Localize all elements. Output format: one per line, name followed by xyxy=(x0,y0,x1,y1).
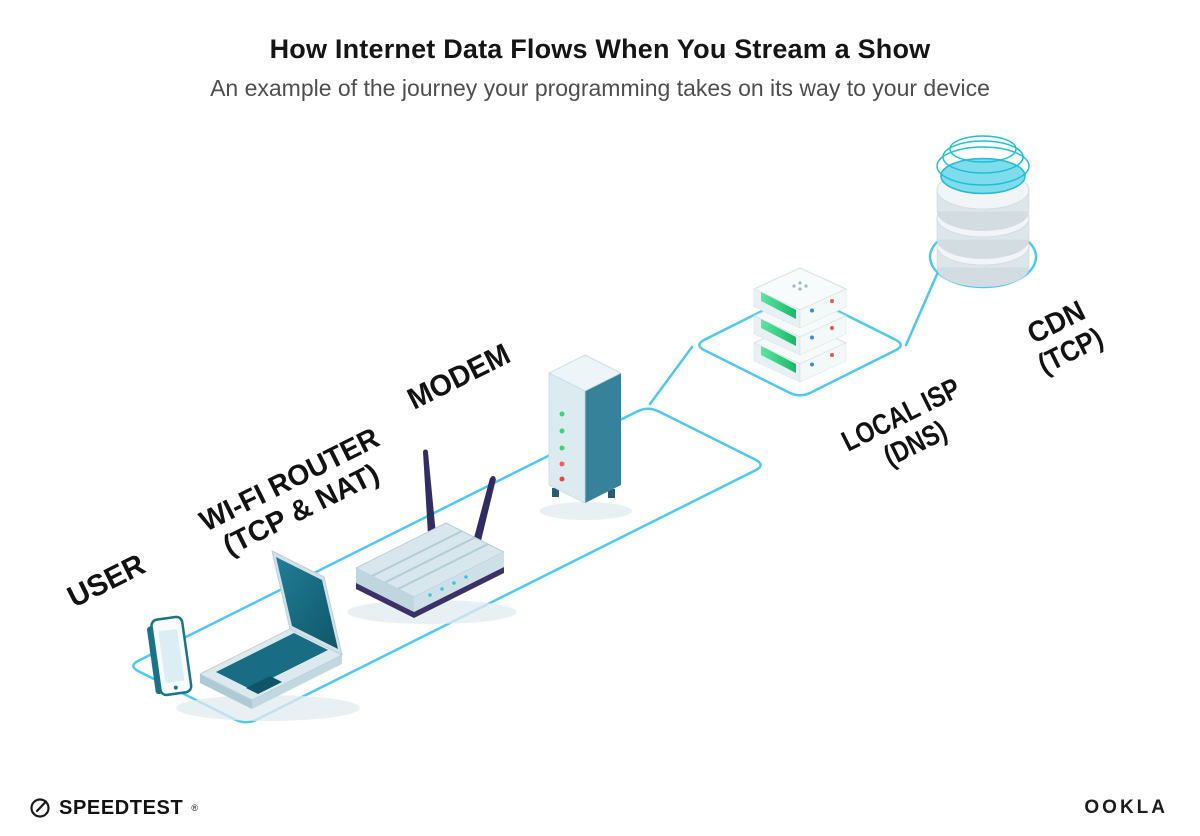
wifi-router-illustration xyxy=(347,449,517,624)
modem-illustration xyxy=(540,354,632,520)
server-top-vents xyxy=(792,281,808,291)
page-subtitle: An example of the journey your programmi… xyxy=(210,75,990,101)
speedtest-reg-mark: ® xyxy=(191,803,199,813)
modem-label: MODEM xyxy=(402,338,515,417)
modem-status-leds xyxy=(559,411,565,482)
isp-cdn-connector xyxy=(904,270,940,347)
page-title: How Internet Data Flows When You Stream … xyxy=(269,34,931,64)
router-shadow xyxy=(347,600,517,624)
laptop-illustration xyxy=(176,550,360,721)
modem-shadow xyxy=(540,502,632,520)
speedtest-logo: SPEEDTEST ® xyxy=(28,796,199,820)
cdn-database-illustration xyxy=(936,135,1030,287)
user-label: USER xyxy=(62,548,150,614)
ookla-logo: OOKLA xyxy=(1084,797,1168,818)
router-vents xyxy=(371,530,489,590)
footer: SPEEDTEST ® OOKLA xyxy=(28,796,1168,820)
cdn-data-rings xyxy=(936,135,1030,186)
router-leds xyxy=(428,575,468,597)
header: How Internet Data Flows When You Stream … xyxy=(0,34,1200,102)
cdn-data-cap xyxy=(940,157,1026,195)
speedtest-gauge-icon xyxy=(30,798,50,818)
server-unit xyxy=(753,267,847,329)
router-antennas xyxy=(423,449,496,549)
isp-server-illustration xyxy=(753,267,847,383)
laptop-shadow xyxy=(176,695,360,721)
speedtest-wordmark: SPEEDTEST xyxy=(59,796,184,819)
platform-outline xyxy=(132,407,762,724)
modem-isp-connector xyxy=(648,345,694,406)
phone-illustration xyxy=(146,615,193,697)
